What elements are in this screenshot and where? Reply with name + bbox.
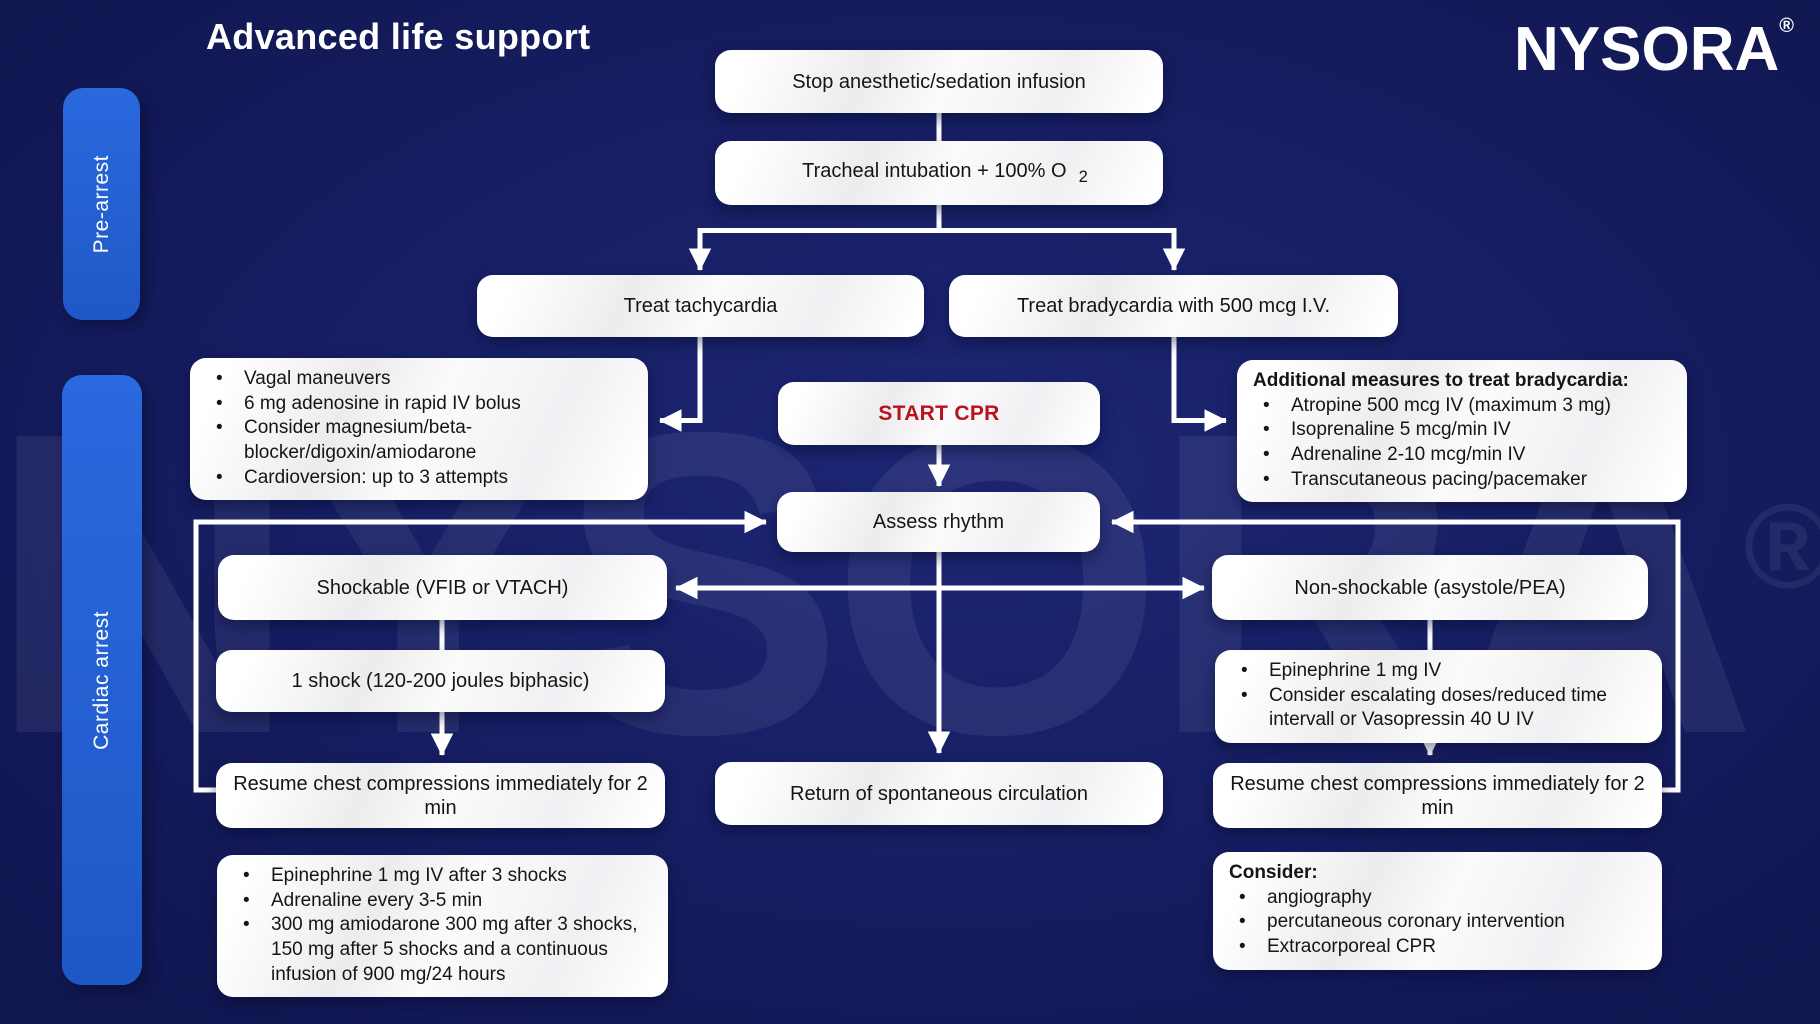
resume-compressions-left-label: Resume chest compressions immediately fo… [233,772,648,819]
bullet-item: Extracorporeal CPR [1227,935,1646,960]
bullet-item: percutaneous coronary intervention [1227,910,1646,935]
resume-compressions-right-label: Resume chest compressions immediately fo… [1230,772,1645,819]
shockable-box: Shockable (VFIB or VTACH) [218,555,667,620]
bullet-item: Vagal maneuvers [204,367,632,392]
shockable-drugs-box: Epinephrine 1 mg IV after 3 shocksAdrena… [217,855,668,998]
arrow-loop-right-to-assess [1111,510,1681,793]
bullet-item: angiography [1227,886,1646,911]
cardiac-arrest-label: Cardiac arrest [90,610,113,750]
bullet-item: 300 mg amiodarone 300 mg after 3 shocks,… [231,913,652,987]
bullet-item: Epinephrine 1 mg IV after 3 shocks [231,864,652,889]
page-title: Advanced life support [206,16,591,57]
arrow-tachy-to-measures [659,336,703,432]
rosc-box: Return of spontaneous circulation [715,762,1163,825]
post-resuscitation-list: angiographypercutaneous coronary interve… [1227,886,1646,960]
bullet-item: 6 mg adenosine in rapid IV bolus [204,392,632,417]
bullet-item: Cardioversion: up to 3 attempts [204,466,632,491]
start-cpr-box: START CPR [778,382,1100,445]
bullet-item: Adrenaline 2-10 mcg/min IV [1251,443,1671,468]
tachycardia-measures-box: Vagal maneuvers6 mg adenosine in rapid I… [190,358,648,501]
stage-pill-cardiac-arrest: Cardiac arrest [62,375,142,985]
non-shockable-drugs-list: Epinephrine 1 mg IVConsider escalating d… [1229,659,1646,733]
non-shockable-label: Non-shockable (asystole/PEA) [1294,576,1566,599]
one-shock-label: 1 shock (120-200 joules biphasic) [291,670,590,692]
bradycardia-measures-list: Atropine 500 mcg IV (maximum 3 mg)Isopre… [1251,394,1671,493]
treat-bradycardia-label: Treat bradycardia with 500 mcg I.V. [1016,295,1331,317]
bullet-item: Consider escalating doses/reduced time i… [1229,684,1646,733]
bullet-item: Epinephrine 1 mg IV [1229,659,1646,684]
stop-infusion-box: Stop anesthetic/sedation infusion [715,50,1163,113]
bradycardia-measures-header: Additional measures to treat bradycardia… [1253,370,1629,391]
resume-compressions-right-box: Resume chest compressions immediately fo… [1213,763,1662,828]
resume-compressions-left-box: Resume chest compressions immediately fo… [216,763,665,828]
rosc-label: Return of spontaneous circulation [790,782,1088,805]
stop-infusion-label: Stop anesthetic/sedation infusion [792,70,1086,93]
treat-tachycardia-label: Treat tachycardia [623,295,778,317]
start-cpr-label: START CPR [878,401,1000,425]
treat-tachycardia-box: Treat tachycardia [477,275,924,337]
bullet-item: Transcutaneous pacing/pacemaker [1251,468,1671,493]
line-tracheal-split [697,205,1177,233]
assess-rhythm-label: Assess rhythm [872,511,1005,533]
post-resuscitation-header: Consider: [1229,862,1318,883]
pre-arrest-label: Pre-arrest [89,154,113,254]
non-shockable-box: Non-shockable (asystole/PEA) [1212,555,1648,620]
stage-pill-pre-arrest: Pre-arrest [63,88,140,320]
nysora-logo: NYSORA® [1513,15,1794,84]
non-shockable-drugs-box: Epinephrine 1 mg IVConsider escalating d… [1215,650,1662,744]
arrow-brady-to-measures [1171,336,1227,432]
tachycardia-measures-list: Vagal maneuvers6 mg adenosine in rapid I… [204,367,632,490]
bullet-item: Isoprenaline 5 mcg/min IV [1251,418,1671,443]
bullet-item: Atropine 500 mcg IV (maximum 3 mg) [1251,394,1671,419]
one-shock-box: 1 shock (120-200 joules biphasic) [216,650,665,712]
arrow-loop-left-to-assess [193,510,767,793]
treat-bradycardia-box: Treat bradycardia with 500 mcg I.V. [949,275,1398,337]
post-resuscitation-box: Consider: angiographypercutaneous corona… [1213,852,1662,970]
shockable-drugs-list: Epinephrine 1 mg IV after 3 shocksAdrena… [231,864,652,987]
bullet-item: Consider magnesium/beta-blocker/digoxin/… [204,416,632,465]
bullet-item: Adrenaline every 3-5 min [231,889,652,914]
assess-rhythm-box: Assess rhythm [777,492,1100,552]
shockable-label: Shockable (VFIB or VTACH) [316,576,569,599]
bradycardia-measures-box: Additional measures to treat bradycardia… [1237,360,1687,503]
